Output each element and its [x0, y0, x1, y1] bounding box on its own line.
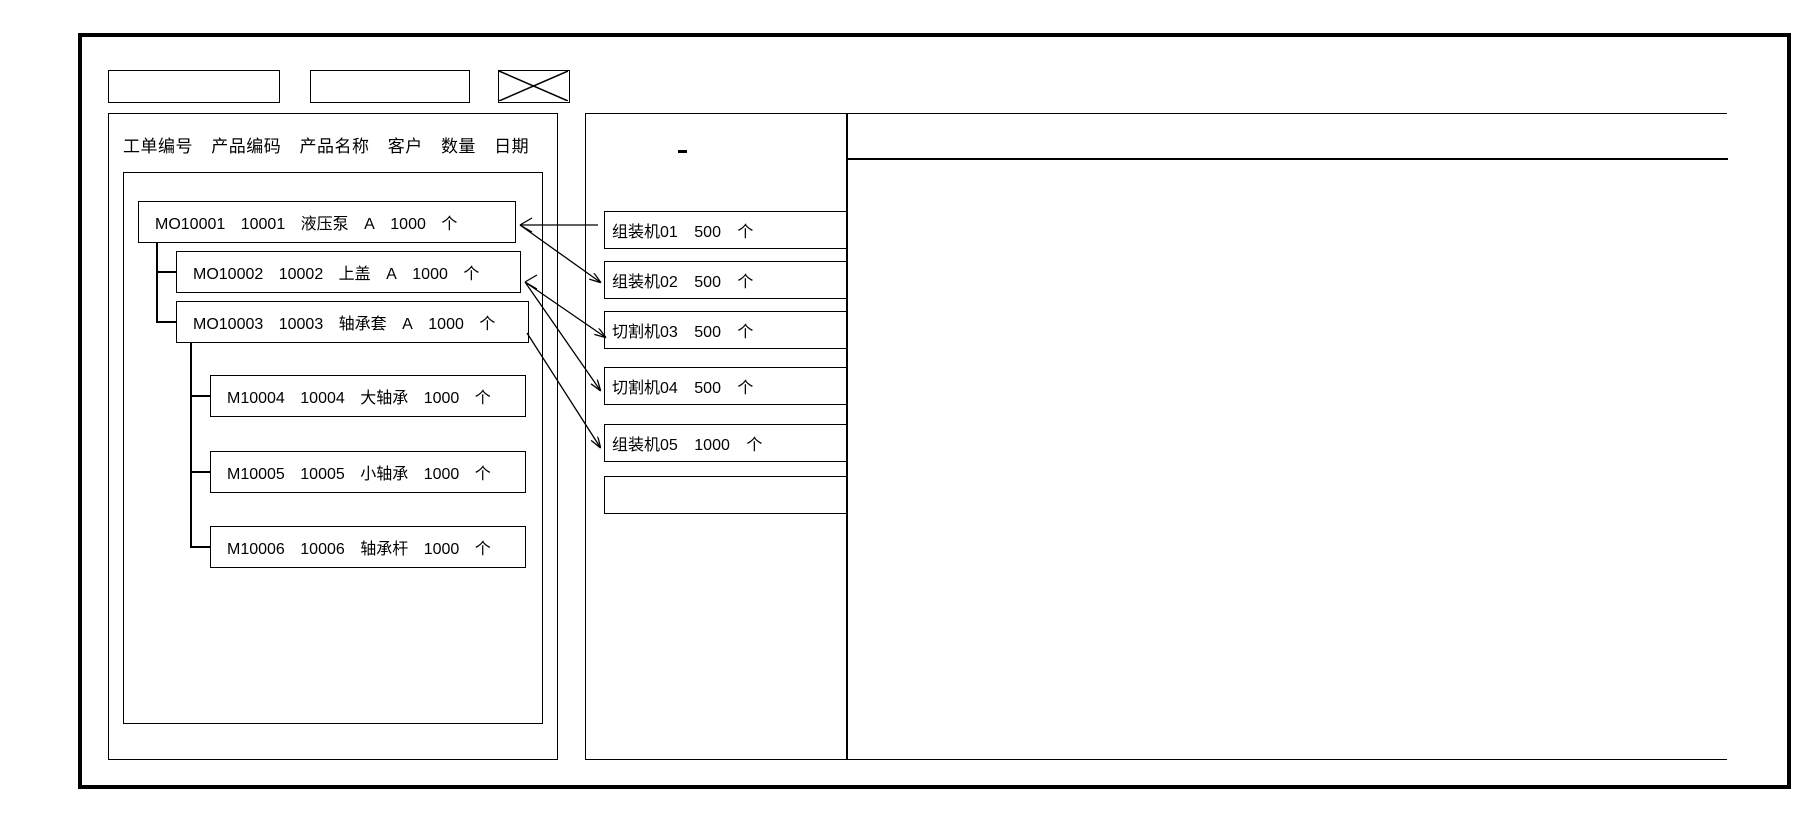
machine-name: 组装机01	[612, 224, 678, 241]
cell-product-code: 10004	[300, 390, 345, 407]
cell-qty: 1000	[423, 390, 460, 407]
detail-panel	[847, 113, 1728, 760]
column-header-product-name: 产品名称	[299, 137, 370, 156]
column-header-qty: 数量	[440, 137, 476, 156]
column-header-date: 日期	[494, 137, 530, 156]
machine-unit: 个	[737, 224, 754, 241]
tree-connector-line	[156, 271, 176, 273]
cell-unit: 个	[479, 316, 496, 333]
machine-unit: 个	[746, 437, 763, 454]
list-item[interactable]: 切割机03 500 个	[604, 311, 847, 349]
machine-qty: 500	[694, 274, 721, 291]
cell-product-name: 液压泵	[300, 216, 349, 233]
cell-product-code: 10002	[278, 266, 324, 283]
table-row[interactable]: MO10003 10003 轴承套 A 1000 个	[176, 301, 529, 343]
cell-unit: 个	[474, 390, 491, 407]
toolbar	[108, 70, 578, 106]
cell-order-no: MO10003	[193, 316, 264, 333]
cell-unit: 个	[474, 541, 491, 558]
cell-product-name: 轴承套	[338, 316, 387, 333]
crossed-box-placeholder-icon[interactable]	[498, 70, 570, 103]
cell-qty: 1000	[428, 316, 464, 333]
machine-unit: 个	[737, 380, 754, 397]
cell-product-name: 小轴承	[360, 466, 409, 483]
machine-unit: 个	[737, 274, 754, 291]
list-item[interactable]: 组装机02 500 个	[604, 261, 847, 299]
cell-qty: 1000	[412, 266, 448, 283]
machine-name: 组装机02	[612, 274, 678, 291]
cell-product-code: 10001	[240, 216, 286, 233]
table-row[interactable]: M10005 10005 小轴承 1000 个	[210, 451, 526, 493]
cell-customer: A	[402, 316, 413, 333]
toolbar-field-2[interactable]	[310, 70, 470, 103]
cell-qty: 1000	[423, 466, 460, 483]
list-item[interactable]: 组装机05 1000 个	[604, 424, 847, 462]
cell-product-name: 大轴承	[360, 390, 409, 407]
cell-unit: 个	[441, 216, 458, 233]
cell-product-name: 上盖	[338, 266, 371, 283]
tree-connector-line	[190, 343, 192, 547]
cell-order-no: M10004	[227, 390, 285, 407]
cell-order-no: M10006	[227, 541, 285, 558]
column-header-customer: 客户	[387, 137, 423, 156]
tree-connector-line	[190, 546, 210, 548]
cell-order-no: MO10001	[155, 216, 226, 233]
detail-panel-header-divider	[848, 158, 1728, 160]
machine-schedule-panel: 组装机01 500 个 组装机02 500 个 切割机03 500 个 切割机0…	[585, 113, 847, 760]
marker-dash-icon	[678, 150, 687, 153]
cell-customer: A	[364, 216, 375, 233]
table-row[interactable]: MO10001 10001 液压泵 A 1000 个	[138, 201, 516, 243]
machine-qty: 500	[694, 324, 721, 341]
machine-qty: 500	[694, 224, 721, 241]
table-row[interactable]: M10004 10004 大轴承 1000 个	[210, 375, 526, 417]
cell-product-code: 10003	[278, 316, 324, 333]
cell-order-no: MO10002	[193, 266, 264, 283]
machine-qty: 1000	[694, 437, 730, 454]
cell-product-code: 10006	[300, 541, 345, 558]
cell-qty: 1000	[390, 216, 426, 233]
tree-connector-line	[156, 223, 158, 323]
machine-name: 组装机05	[612, 437, 678, 454]
cell-unit: 个	[474, 466, 491, 483]
cell-unit: 个	[463, 266, 480, 283]
machine-qty: 500	[694, 380, 721, 397]
tree-column-headers: 工单编号 产品编码 产品名称 客户 数量 日期	[123, 132, 529, 157]
column-header-order-no: 工单编号	[123, 137, 193, 156]
work-order-panel: 工单编号 产品编码 产品名称 客户 数量 日期 MO10001 10001 液压…	[108, 113, 558, 760]
list-item[interactable]: 组装机01 500 个	[604, 211, 847, 249]
table-row[interactable]: M10006 10006 轴承杆 1000 个	[210, 526, 526, 568]
cell-order-no: M10005	[227, 466, 285, 483]
toolbar-field-1[interactable]	[108, 70, 280, 103]
column-header-product-code: 产品编码	[211, 137, 282, 156]
tree-connector-line	[190, 471, 210, 473]
cell-qty: 1000	[423, 541, 460, 558]
work-order-tree: MO10001 10001 液压泵 A 1000 个 MO10002 10002…	[123, 172, 543, 724]
cell-product-name: 轴承杆	[360, 541, 409, 558]
list-item-empty[interactable]	[604, 476, 847, 514]
list-item[interactable]: 切割机04 500 个	[604, 367, 847, 405]
cell-customer: A	[386, 266, 397, 283]
cell-product-code: 10005	[300, 466, 345, 483]
machine-name: 切割机04	[612, 380, 678, 397]
tree-connector-line	[190, 395, 210, 397]
machine-unit: 个	[737, 324, 754, 341]
tree-connector-line	[156, 321, 176, 323]
table-row[interactable]: MO10002 10002 上盖 A 1000 个	[176, 251, 521, 293]
machine-name: 切割机03	[612, 324, 678, 341]
